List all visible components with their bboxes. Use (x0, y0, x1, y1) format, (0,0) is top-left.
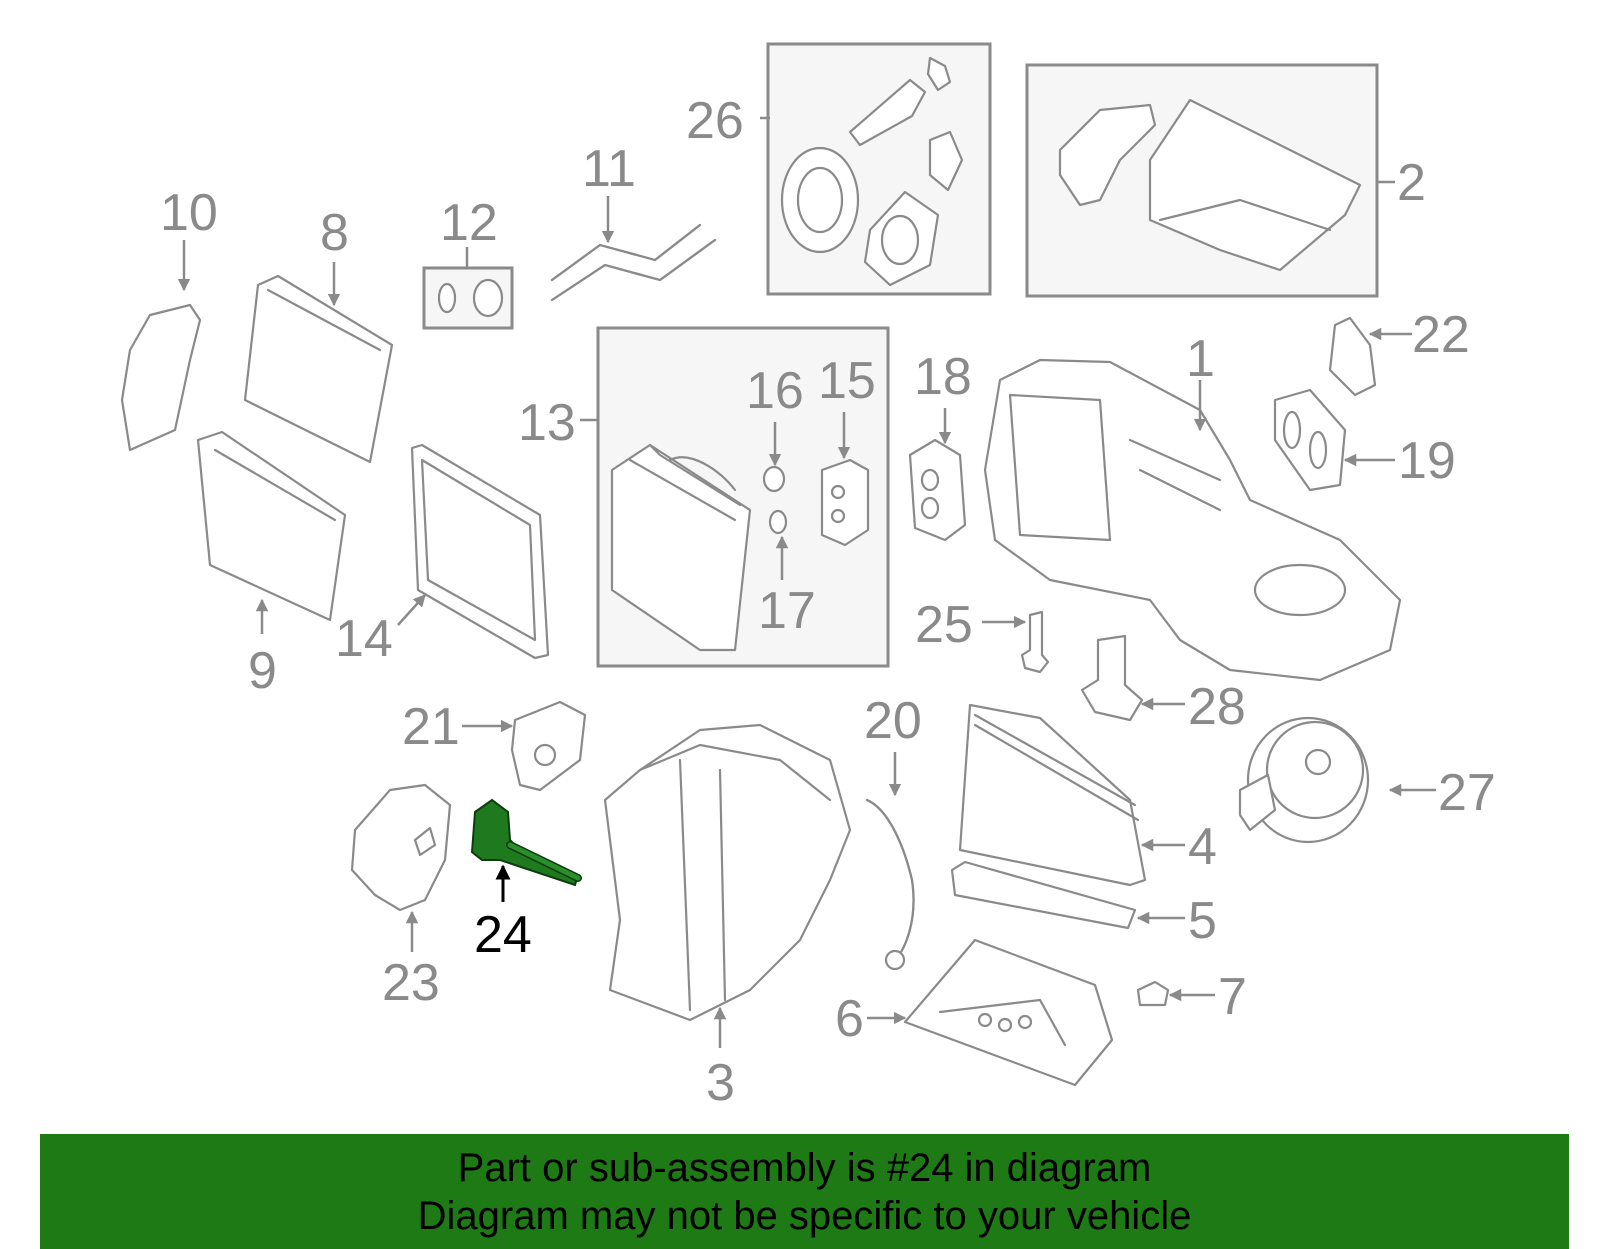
callout-11: 11 (582, 140, 636, 198)
part-24 (470, 798, 582, 887)
callout-22: 22 (1412, 306, 1470, 364)
part-25 (1020, 610, 1050, 674)
callout-13: 13 (518, 394, 576, 452)
callout-23: 23 (382, 954, 440, 1012)
callout-16: 16 (746, 362, 804, 420)
part-17 (768, 509, 788, 535)
part-13 (610, 443, 752, 652)
part-20 (865, 798, 915, 971)
callout-6: 6 (835, 990, 864, 1048)
callout-14: 14 (335, 610, 393, 668)
callout-26: 26 (686, 92, 744, 150)
callout-20: 20 (864, 692, 922, 750)
part-23 (350, 783, 452, 912)
info-banner: Part or sub-assembly is #24 in diagram D… (40, 1134, 1569, 1249)
part-19 (1273, 388, 1347, 492)
callout-4: 4 (1188, 818, 1217, 876)
part-16 (762, 465, 786, 493)
callout-24: 24 (474, 906, 532, 964)
part-15 (820, 458, 870, 547)
part-10 (120, 303, 202, 452)
part-7 (1136, 980, 1170, 1007)
part-21 (510, 700, 587, 792)
callout-numbers: 1 2 3 4 5 6 7 8 9 10 11 12 13 14 15 16 1… (160, 92, 1496, 1112)
part-6 (903, 938, 1114, 1087)
callout-10: 10 (160, 184, 218, 242)
callout-21: 21 (402, 698, 460, 756)
leader-lines (177, 116, 1436, 1048)
callout-8: 8 (320, 204, 349, 262)
callout-28: 28 (1188, 678, 1246, 736)
part-4 (958, 703, 1147, 887)
callout-7: 7 (1218, 968, 1247, 1026)
part-1 (983, 358, 1402, 682)
callout-18: 18 (914, 348, 972, 406)
banner-line-2: Diagram may not be specific to your vehi… (417, 1193, 1192, 1238)
part-8 (243, 274, 394, 464)
callout-3: 3 (706, 1054, 735, 1112)
callout-19: 19 (1398, 432, 1456, 490)
part-14 (410, 443, 550, 660)
callout-17: 17 (758, 582, 816, 640)
callout-9: 9 (248, 642, 277, 700)
part-18 (908, 438, 967, 542)
part-11 (550, 223, 717, 302)
part-28 (1080, 634, 1144, 722)
part-26 (780, 56, 964, 287)
callout-1: 1 (1186, 330, 1215, 388)
callout-27: 27 (1438, 764, 1496, 822)
part-2 (1058, 98, 1362, 272)
callout-15: 15 (818, 352, 876, 410)
part-22 (1328, 316, 1377, 397)
callout-2: 2 (1397, 154, 1426, 212)
callout-12: 12 (440, 194, 498, 252)
banner-line-1: Part or sub-assembly is #24 in diagram (457, 1145, 1152, 1190)
part-12 (437, 278, 504, 318)
part-3 (603, 723, 852, 1022)
part-9 (196, 430, 347, 622)
part-5 (950, 860, 1137, 930)
callout-5: 5 (1188, 892, 1217, 950)
part-27 (1238, 716, 1370, 844)
callout-25: 25 (915, 596, 973, 654)
